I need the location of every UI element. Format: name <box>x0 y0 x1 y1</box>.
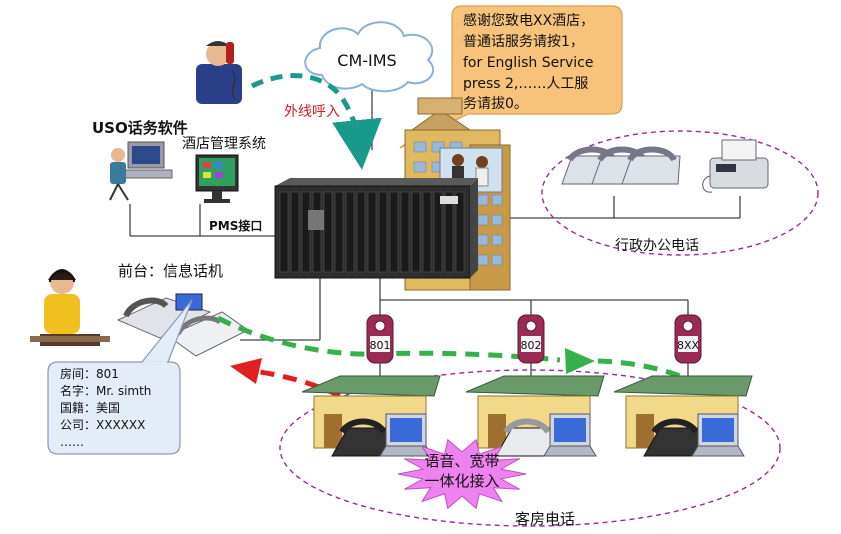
rack-slot <box>422 191 432 273</box>
room-tags: 801 802 8XX <box>366 314 702 364</box>
uso-label: USO话务软件 <box>92 119 188 137</box>
callout-line-3: for English Service <box>463 55 593 71</box>
rack-slot <box>312 191 322 273</box>
ippbx-rack-icon <box>274 178 478 279</box>
rack-slot <box>389 191 399 273</box>
rack-slot <box>290 191 300 273</box>
guest-rooms-label: 客房电话 <box>515 510 575 528</box>
star-line-1: 语音、宽带 <box>424 452 499 470</box>
rack-slot <box>455 191 465 273</box>
guest-info-popup: 房间：801 名字：Mr. simth 国籍：美国 公司：XXXXXX …… <box>47 299 193 455</box>
rack-slot <box>356 191 366 273</box>
guest-name: 名字：Mr. simth <box>60 383 151 398</box>
fax-machine-icon <box>702 139 769 193</box>
rack-slot <box>400 191 410 273</box>
guest-room: 房间：801 <box>60 366 119 381</box>
cloud-label: CM-IMS <box>337 51 396 70</box>
room-tag-802: 802 <box>517 314 545 364</box>
rack-slot <box>411 191 421 273</box>
admin-desk-phones-icon <box>561 146 681 185</box>
hotel-mgmt-label: 酒店管理系统 <box>182 136 266 152</box>
room-tag-801: 801 <box>366 314 394 364</box>
rack-slot <box>279 191 289 273</box>
receptionist-icon <box>30 269 110 346</box>
red-arrow-head <box>230 358 262 384</box>
green-call-arrow-tail <box>597 358 687 381</box>
callout-line-5: 务请拔0。 <box>463 96 528 112</box>
red-call-arrow <box>259 369 382 421</box>
star-line-2: 一体化接入 <box>424 472 499 490</box>
rack-slot <box>301 191 311 273</box>
room-tag-label: 801 <box>370 339 391 352</box>
guest-house-icon <box>465 375 605 457</box>
rack-slot <box>378 191 388 273</box>
cm-ims-cloud: CM-IMS <box>304 21 435 93</box>
incoming-call-arrow <box>250 73 382 170</box>
converged-access-starburst: 语音、宽带 一体化接入 <box>397 438 527 510</box>
rack-slot <box>334 191 344 273</box>
guest-houses <box>301 375 753 457</box>
rack-slot <box>367 191 377 273</box>
guest-house-icon <box>301 375 441 457</box>
admin-phones-ellipse <box>541 130 819 256</box>
pms-label: PMS接口 <box>209 218 262 233</box>
incoming-call-label: 外线呼入 <box>284 104 340 120</box>
room-tag-label: 8XX <box>677 339 700 352</box>
rack-slot <box>444 191 454 273</box>
uso-operator-icon <box>109 141 173 201</box>
green-arrow-head <box>565 348 595 374</box>
connection-lines <box>129 84 741 380</box>
front-desk-label: 前台：信息话机 <box>118 262 223 280</box>
hotel-mgmt-monitor-icon <box>195 154 239 203</box>
rack-slot <box>345 191 355 273</box>
guest-company: 公司：XXXXXX <box>60 418 145 432</box>
admin-phones-label: 行政办公电话 <box>615 238 699 254</box>
callout-line-1: 感谢您致电XX酒店， <box>463 12 594 29</box>
rack-slot <box>323 191 333 273</box>
callout-line-2: 普通话服务请按1， <box>463 34 584 50</box>
admin-phone <box>621 146 681 185</box>
room-tag-8xx: 8XX <box>674 314 702 364</box>
rack-slot <box>433 191 443 273</box>
guest-more: …… <box>60 435 84 449</box>
guest-rooms-ellipse <box>279 369 781 527</box>
guest-house-icon <box>613 375 753 457</box>
callout-line-4: press 2,……人工服 <box>463 76 588 92</box>
caller-person-icon <box>196 41 242 104</box>
room-tag-label: 802 <box>521 339 542 352</box>
guest-nationality: 国籍：美国 <box>60 400 120 415</box>
